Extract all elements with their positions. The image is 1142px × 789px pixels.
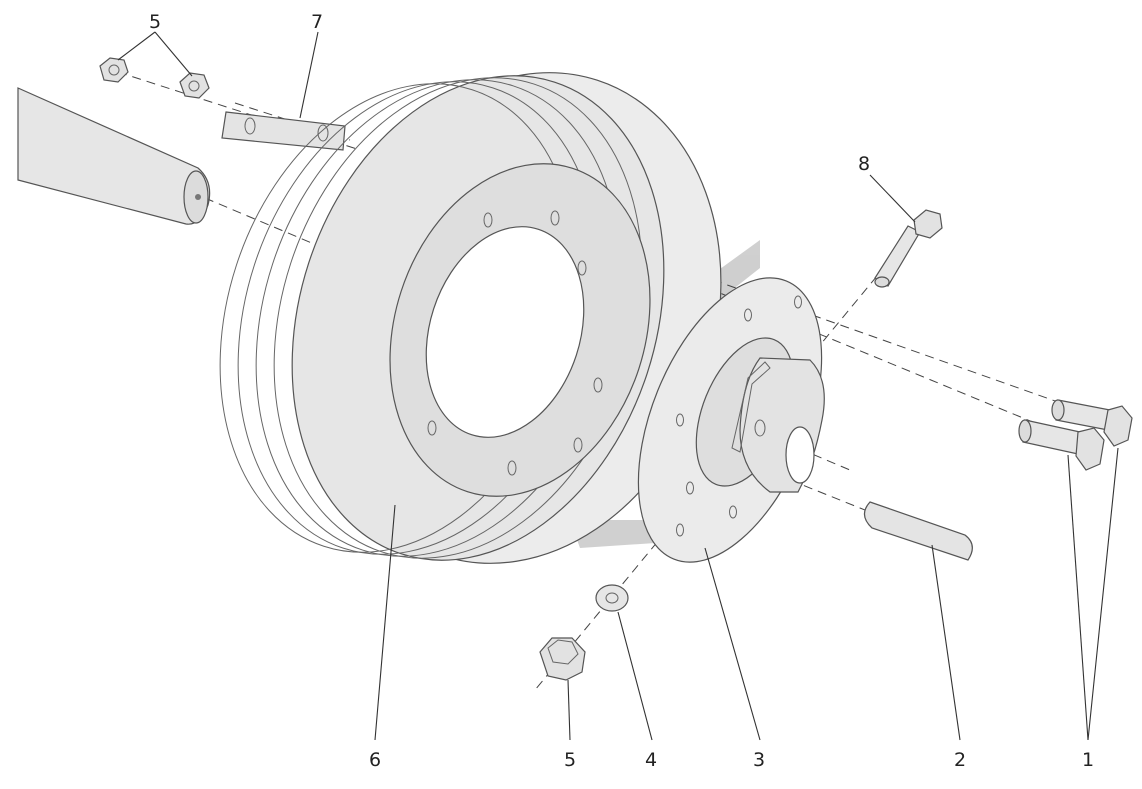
- pulley: [219, 72, 722, 564]
- lock-plate: [221, 111, 346, 151]
- bolt-8: [874, 209, 943, 288]
- leader-lines: [117, 31, 1119, 741]
- callout-5-top: 5: [149, 11, 161, 33]
- washer: [595, 584, 629, 612]
- callout-1: 1: [1082, 749, 1094, 771]
- callout-3: 3: [753, 749, 765, 771]
- callout-4: 4: [645, 749, 657, 771]
- key-pin: [863, 501, 973, 561]
- shaft: [17, 87, 211, 225]
- nut-top-right: [179, 72, 210, 99]
- callout-8: 8: [858, 153, 870, 175]
- callout-2: 2: [954, 749, 966, 771]
- hub-flange: [637, 277, 825, 563]
- bolts-1: [1018, 399, 1133, 471]
- callout-labels: 5 7 8 6 5 4 3 2 1: [149, 11, 1094, 771]
- callout-6: 6: [369, 749, 381, 771]
- nut-top-left: [99, 57, 129, 83]
- callout-7: 7: [311, 11, 323, 33]
- callout-5-bottom: 5: [564, 749, 576, 771]
- nut-bottom: [539, 637, 586, 681]
